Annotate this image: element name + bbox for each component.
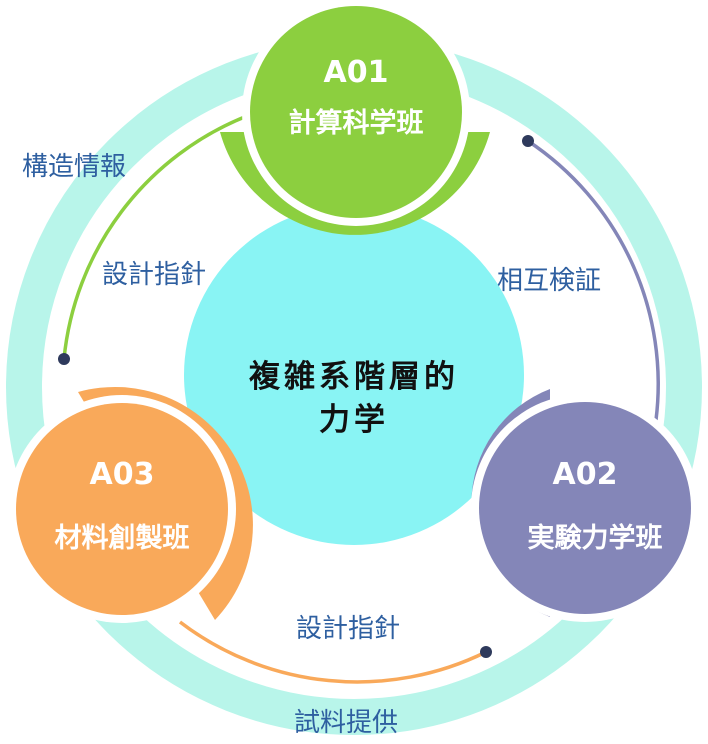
node-a02: A02 実験力学班 bbox=[471, 389, 699, 622]
node-a03: A03 材料創製班 bbox=[8, 386, 253, 623]
node-a01-name: 計算科学班 bbox=[289, 107, 424, 139]
center-circle bbox=[184, 205, 524, 545]
label-a03-to-a02: 設計指針 bbox=[296, 614, 400, 644]
center-title-line2: 力学 bbox=[319, 402, 389, 438]
arc-a01-a02-dot bbox=[522, 135, 534, 147]
node-a01: A01 計算科学班 bbox=[220, 0, 490, 235]
arc-a03-a02 bbox=[178, 620, 487, 684]
node-a03-code: A03 bbox=[90, 457, 155, 492]
arc-a01-a03-dot bbox=[58, 353, 70, 365]
node-a03-name: 材料創製班 bbox=[55, 523, 190, 554]
node-a01-code: A01 bbox=[324, 55, 389, 90]
center-title-line1: 複雑系階層的 bbox=[249, 359, 459, 395]
arc-a03-a02-dot bbox=[480, 646, 492, 658]
label-a01-to-a02: 相互検証 bbox=[497, 266, 601, 296]
arc-a01-a02 bbox=[527, 139, 660, 421]
label-a01-to-a03: 設計指針 bbox=[102, 260, 206, 290]
label-bottom: 試料提供 bbox=[294, 708, 398, 738]
node-a02-name: 実験力学班 bbox=[528, 522, 663, 554]
node-a02-code: A02 bbox=[553, 457, 618, 492]
label-top-left: 構造情報 bbox=[22, 152, 126, 182]
arc-a01-a03 bbox=[62, 114, 248, 360]
